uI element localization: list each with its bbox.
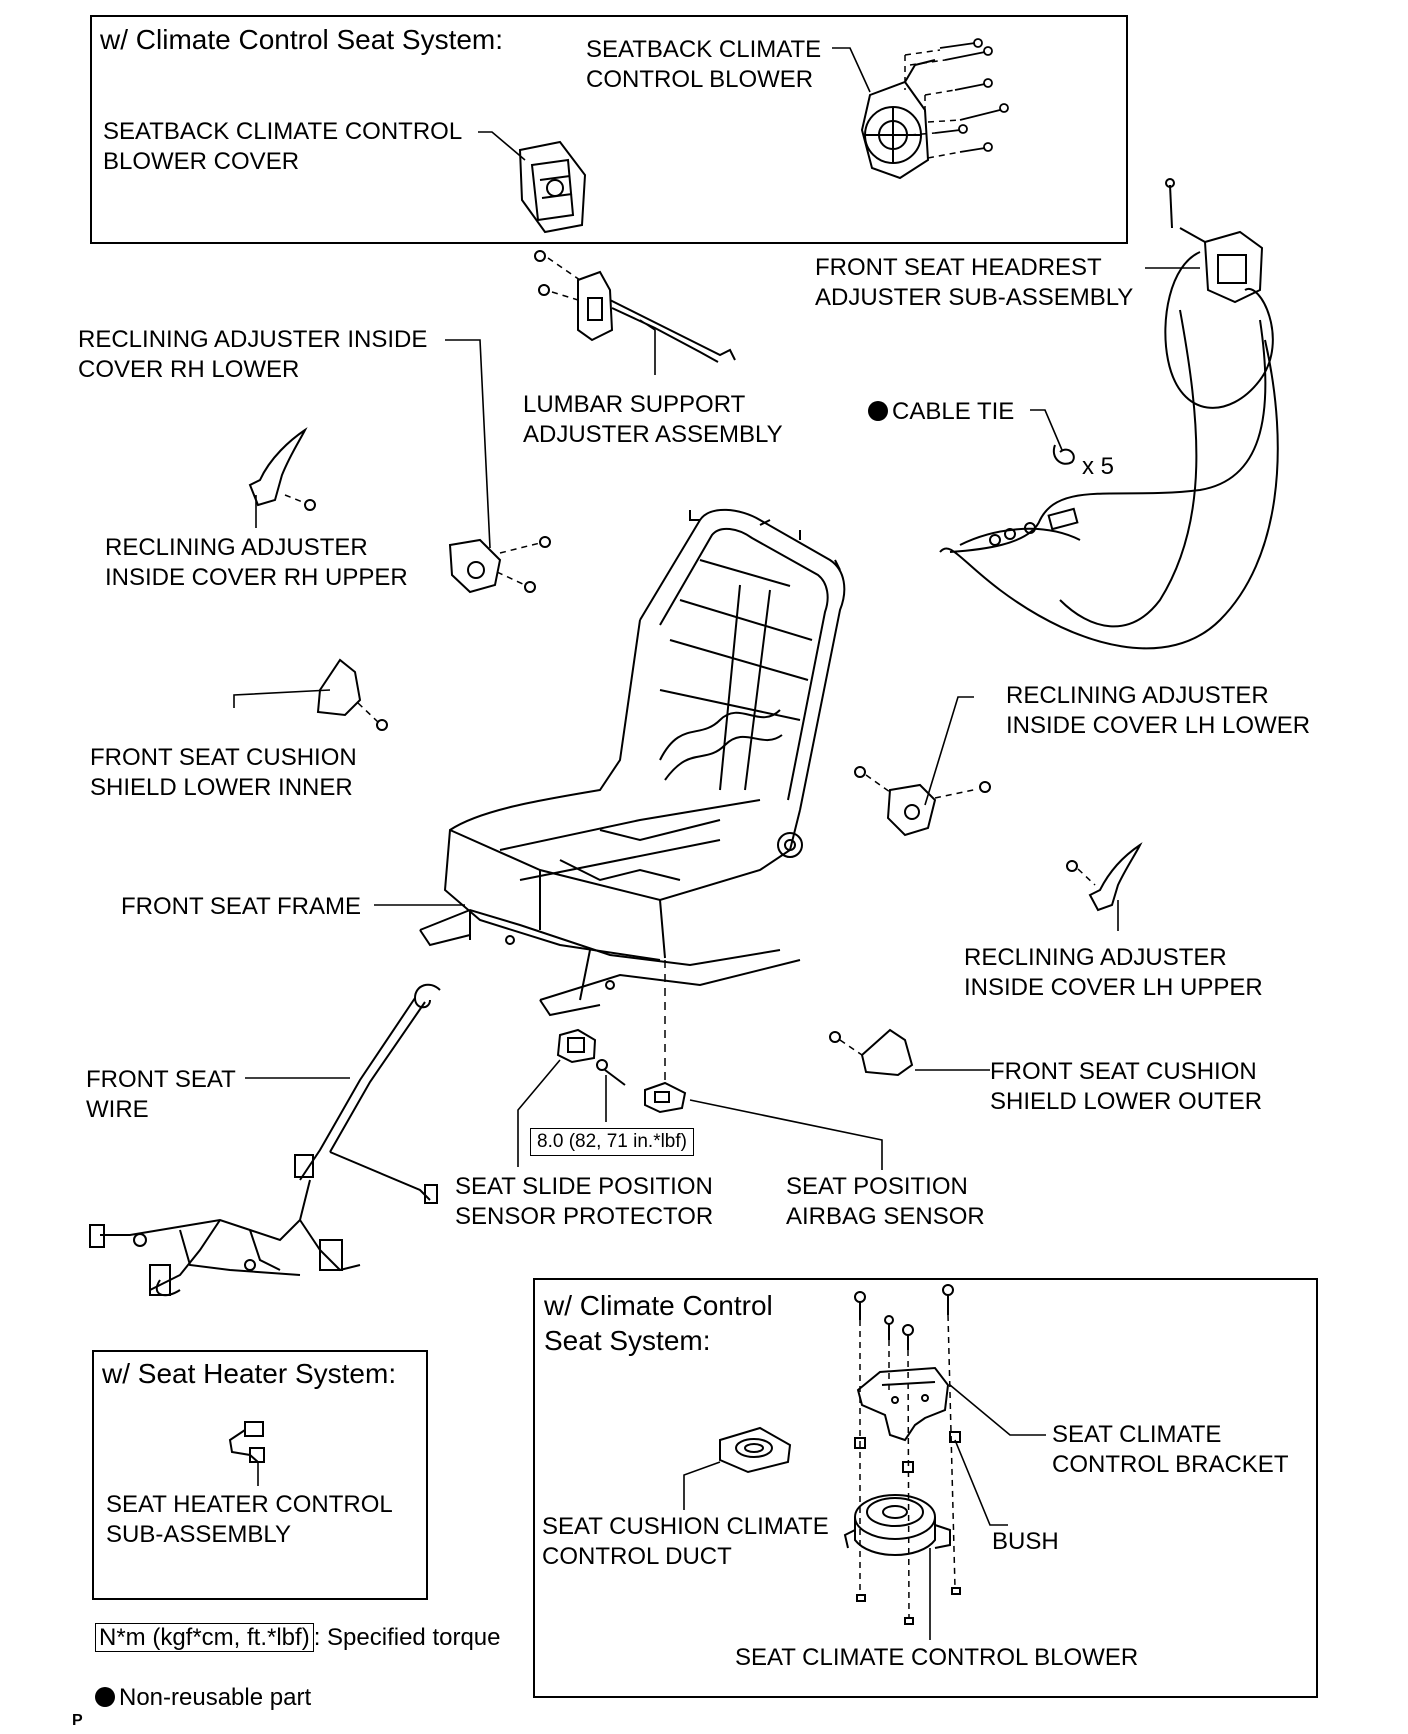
seat-climate-bracket-part xyxy=(856,1366,950,1442)
label-climate-bracket: SEAT CLIMATE CONTROL BRACKET xyxy=(1052,1421,1289,1478)
climate-bottom-header-line1: w/ Climate Control xyxy=(544,1290,773,1321)
label-seatback-blower-cover: SEATBACK CLIMATE CONTROL BLOWER COVER xyxy=(103,118,463,175)
label-lh-upper-cover: RECLINING ADJUSTER INSIDE COVER LH UPPER xyxy=(964,944,1263,1001)
label-climate-blower: SEAT CLIMATE CONTROL BLOWER xyxy=(735,1644,1139,1671)
torque-bolt-part xyxy=(596,1059,626,1086)
seatback-blower-part xyxy=(860,59,936,180)
seat-cushion-duct-part xyxy=(719,1426,792,1474)
legend-torque: N*m (kgf*cm, ft.*lbf): Specified torque xyxy=(95,1623,501,1653)
shield-outer-part xyxy=(829,1028,914,1077)
cable-tie-part xyxy=(1052,444,1075,465)
slide-sensor-protector-part xyxy=(556,1028,597,1064)
label-seat-frame: FRONT SEAT FRAME xyxy=(121,893,362,920)
label-slide-sensor-protector: SEAT SLIDE POSITION SENSOR PROTECTOR xyxy=(455,1173,714,1230)
front-seat-wire-part xyxy=(89,983,441,1297)
rh-lower-cover-part xyxy=(448,536,551,594)
label-seatback-blower: SEATBACK CLIMATE CONTROL BLOWER xyxy=(586,36,822,93)
seat-frame-part xyxy=(419,508,846,1017)
legend-torque-unit: N*m (kgf*cm, ft.*lbf) xyxy=(95,1623,314,1652)
shield-inner-part xyxy=(316,658,388,731)
label-airbag-sensor: SEAT POSITION AIRBAG SENSOR xyxy=(786,1173,985,1230)
label-headrest-adjuster: FRONT SEAT HEADREST ADJUSTER SUB-ASSEMBL… xyxy=(815,254,1134,311)
climate-top-header: w/ Climate Control Seat System: xyxy=(100,24,504,55)
legend-nonreusable: Non-reusable part xyxy=(95,1683,311,1713)
blower-screw-dash-lines xyxy=(904,49,961,159)
label-seat-heater-control: SEAT HEATER CONTROL SUB-ASSEMBLY xyxy=(106,1491,393,1548)
torque-spec-box: 8.0 (82, 71 in.*lbf) xyxy=(530,1128,694,1156)
lh-lower-cover-part xyxy=(854,766,991,837)
climate-bottom-panel xyxy=(533,1278,1318,1698)
lh-upper-cover-part xyxy=(1066,842,1143,912)
leader-lines xyxy=(233,47,1200,1640)
label-lumbar-support: LUMBAR SUPPORT ADJUSTER ASSEMBLY xyxy=(523,391,783,448)
non-reusable-dot-icon xyxy=(95,1687,115,1707)
blower-dash-lines xyxy=(859,1314,956,1619)
seatback-blower-screws xyxy=(934,38,1009,153)
label-shield-lower-outer: FRONT SEAT CUSHION SHIELD LOWER OUTER xyxy=(990,1058,1263,1115)
climate-top-panel xyxy=(90,15,1128,244)
non-reusable-icon xyxy=(868,401,888,421)
climate-bottom-header-line2: Seat System: xyxy=(544,1325,711,1356)
lumbar-support-part xyxy=(534,250,736,363)
seatback-blower-cover-part xyxy=(518,140,587,234)
rh-upper-cover-part xyxy=(248,427,316,511)
label-shield-lower-inner: FRONT SEAT CUSHION SHIELD LOWER INNER xyxy=(90,744,357,801)
label-rh-upper-cover: RECLINING ADJUSTER INSIDE COVER RH UPPER xyxy=(105,534,408,591)
heater-panel xyxy=(92,1350,428,1600)
headrest-cable xyxy=(939,251,1279,650)
label-front-seat-wire: FRONT SEAT WIRE xyxy=(86,1066,236,1123)
headrest-cable-inner xyxy=(1059,309,1198,628)
legend-torque-desc: : Specified torque xyxy=(313,1624,501,1651)
seat-position-airbag-sensor-part xyxy=(644,1081,687,1114)
seat-climate-blower-part xyxy=(843,1494,951,1556)
label-cable-tie-qty: x 5 xyxy=(1082,453,1115,480)
cable-connectors xyxy=(989,507,1079,546)
blower-screws-and-bushes xyxy=(854,1284,961,1625)
label-cushion-duct: SEAT CUSHION CLIMATE CONTROL DUCT xyxy=(542,1513,829,1570)
headrest-adjuster-part xyxy=(1165,178,1264,304)
label-cable-tie: CABLE TIE xyxy=(868,397,1014,427)
corner-mark: P xyxy=(72,1712,83,1729)
label-bush: BUSH xyxy=(992,1528,1059,1555)
seat-heater-control-part xyxy=(228,1421,265,1463)
label-rh-lower-cover: RECLINING ADJUSTER INSIDE COVER RH LOWER xyxy=(78,326,428,383)
label-lh-lower-cover: RECLINING ADJUSTER INSIDE COVER LH LOWER xyxy=(1006,682,1311,739)
heater-header: w/ Seat Heater System: xyxy=(102,1358,397,1389)
lumbar-dash-lines xyxy=(547,257,581,301)
